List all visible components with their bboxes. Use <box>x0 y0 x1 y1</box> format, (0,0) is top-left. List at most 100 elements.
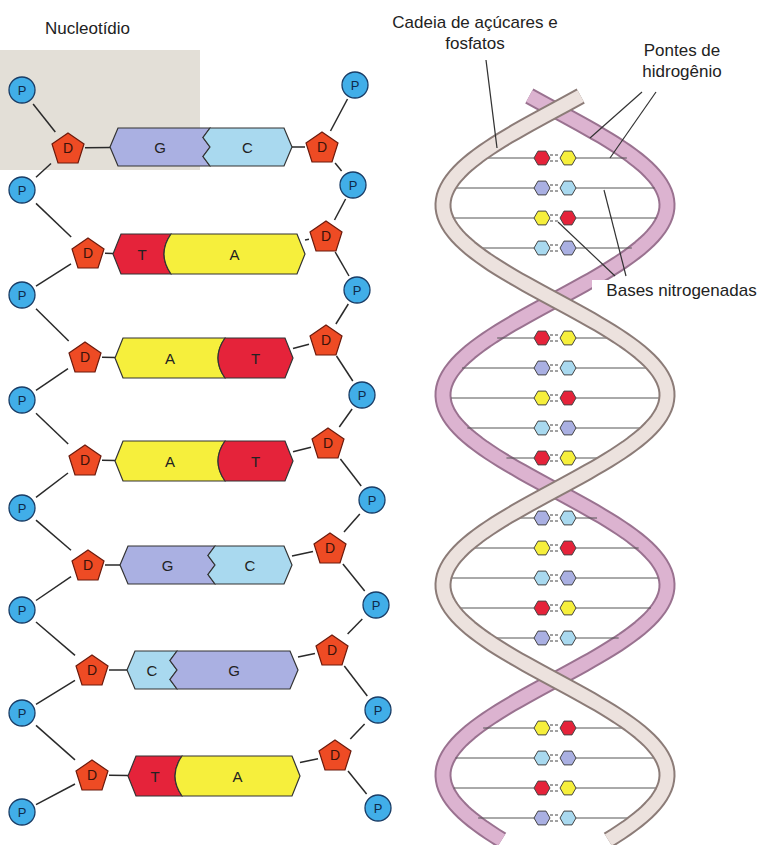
sugar-pentagon: D <box>68 444 102 476</box>
node-letter: P <box>368 494 377 507</box>
backbone-bond <box>335 199 346 220</box>
backbone-bond <box>109 775 128 777</box>
backbone-bond <box>348 771 367 794</box>
double-helix <box>443 96 667 840</box>
backbone-bond <box>300 759 318 763</box>
backbone-bond <box>344 514 360 532</box>
phosphate-circle: P <box>8 699 36 727</box>
phosphate-circle: P <box>348 381 376 409</box>
node-letter: C <box>245 558 256 573</box>
phosphate-circle: P <box>364 696 392 724</box>
node-letter: T <box>137 247 146 262</box>
nitrogen-base: G <box>170 651 298 689</box>
backbone-bond <box>336 304 348 324</box>
backbone-bond <box>348 619 363 634</box>
node-letter: P <box>18 604 27 617</box>
node-letter: P <box>18 184 27 197</box>
backbone-bond <box>109 669 127 671</box>
node-letter: D <box>87 663 97 677</box>
node-letter: P <box>358 389 367 402</box>
sugar-pentagon: D <box>75 759 109 791</box>
backbone-bond <box>335 252 349 276</box>
node-letter: P <box>18 84 27 97</box>
backbone-bond <box>36 622 75 655</box>
backbone-bond <box>298 654 315 657</box>
backbone-bond <box>305 239 309 241</box>
nitrogen-base: C <box>208 546 292 584</box>
part-label: Cadeia de açúcares e fosfatos <box>378 12 572 54</box>
base-pair <box>455 181 654 195</box>
node-letter: P <box>18 502 27 515</box>
part-label: Pontes de hidrogênio <box>612 40 752 82</box>
backbone-bond <box>33 104 55 132</box>
backbone-bond <box>343 564 365 591</box>
node-letter: D <box>325 541 335 555</box>
node-letter: D <box>63 141 73 155</box>
node-letter: D <box>83 246 93 260</box>
backbone-bond <box>331 99 348 131</box>
nitrogen-base: A <box>175 756 300 796</box>
node-letter: P <box>353 284 362 297</box>
leader-lines <box>486 60 656 276</box>
node-letter: D <box>80 453 90 467</box>
backbone-bond <box>85 147 110 149</box>
backbone-bond <box>293 344 309 348</box>
strand-edge <box>443 96 667 840</box>
node-letter: D <box>87 768 97 782</box>
node-letter: D <box>80 350 90 364</box>
phosphate-circle: P <box>8 386 36 414</box>
base-pair <box>467 421 642 435</box>
nitrogen-base: T <box>128 756 182 796</box>
nitrogen-base: T <box>113 234 171 274</box>
base-pair <box>471 541 638 555</box>
sugar-pentagon: D <box>309 324 343 356</box>
node-letter: C <box>242 140 253 155</box>
node-letter: D <box>83 558 93 572</box>
base-pair <box>478 811 632 825</box>
phosphate-circle: P <box>8 76 36 104</box>
node-letter: G <box>228 663 240 678</box>
backbone-bond <box>36 473 68 497</box>
backbone-bond <box>36 309 69 341</box>
sugar-pentagon: D <box>311 427 345 459</box>
node-letter: P <box>18 394 27 407</box>
node-letter: T <box>150 769 159 784</box>
backbone-bond <box>36 413 68 444</box>
node-letter: A <box>229 247 239 262</box>
base-pair <box>459 601 651 615</box>
backbone-bond <box>292 552 313 557</box>
node-letter: P <box>374 704 383 717</box>
nitrogen-base: C <box>127 651 177 689</box>
node-letter: P <box>372 599 381 612</box>
node-letter: P <box>18 289 27 302</box>
sugar-pentagon: D <box>315 634 349 666</box>
sugar-phosphate-strand <box>443 96 667 840</box>
node-letter: D <box>327 643 337 657</box>
base-pair <box>455 751 654 765</box>
node-letter: C <box>147 663 158 678</box>
node-letter: T <box>251 454 260 469</box>
phosphate-circle: P <box>339 171 367 199</box>
sugar-pentagon: D <box>305 131 339 163</box>
backbone-bond <box>292 146 305 148</box>
node-letter: D <box>317 140 327 154</box>
node-letter: P <box>349 179 358 192</box>
base-pair <box>483 721 627 735</box>
node-letter: D <box>321 333 331 347</box>
base-pair <box>491 631 618 645</box>
node-letter: G <box>162 558 174 573</box>
sugar-pentagon: D <box>309 220 343 252</box>
backbone-bond <box>344 666 367 696</box>
nitrogen-base: C <box>203 128 292 166</box>
node-letter: A <box>165 351 175 366</box>
sugar-phosphate-strand <box>443 96 667 840</box>
node-letter: D <box>323 436 333 450</box>
sugar-pentagon: D <box>318 739 352 771</box>
phosphate-circle: P <box>8 494 36 522</box>
backbone-bond <box>105 253 113 255</box>
phosphate-circle: P <box>358 486 386 514</box>
phosphate-circle: P <box>8 281 36 309</box>
backbone-bond <box>36 520 71 550</box>
leader-line <box>590 92 642 138</box>
